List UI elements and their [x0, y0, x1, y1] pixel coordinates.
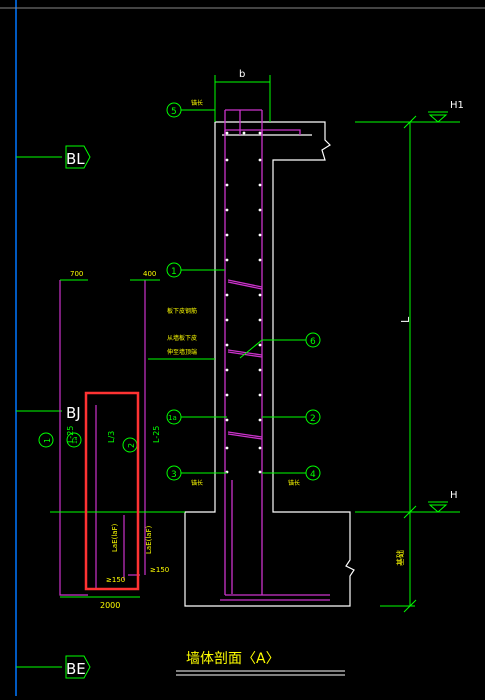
svg-text:3: 3: [171, 470, 177, 480]
width-dimension: [214, 75, 271, 122]
dim-400: 400: [143, 270, 156, 278]
axis-bl-label: BL: [66, 150, 85, 168]
svg-text:LaE(laF): LaE(laF): [145, 525, 153, 554]
width-label: b: [239, 69, 245, 80]
svg-text:L-25: L-25: [152, 426, 161, 443]
svg-text:从墙板下皮: 从墙板下皮: [167, 334, 197, 342]
dim-2000: 2000: [100, 601, 120, 610]
height-label: L: [399, 316, 412, 323]
axis-be: BE: [16, 655, 91, 679]
svg-text:1: 1: [43, 438, 52, 443]
svg-text:1a: 1a: [168, 414, 177, 422]
callout-1a: 1a: [166, 409, 227, 425]
svg-text:伸至墙顶端: 伸至墙顶端: [167, 348, 197, 356]
svg-text:≥150: ≥150: [150, 566, 169, 574]
callout-4: 4 锚长: [262, 465, 321, 487]
svg-text:板下皮钢筋: 板下皮钢筋: [167, 307, 197, 315]
left-callouts: 1 1a 2: [38, 432, 138, 453]
wall-outline: [184, 121, 355, 607]
svg-text:锚长: 锚长: [288, 479, 300, 487]
axis-bl: BL: [16, 145, 91, 169]
mid-notes: 板下皮钢筋 从墙板下皮 伸至墙顶端: [148, 307, 215, 360]
dim-700: 700: [70, 270, 83, 278]
callout-1: 1: [166, 262, 225, 278]
svg-text:5: 5: [171, 107, 177, 117]
svg-text:1a: 1a: [72, 436, 79, 444]
axis-be-label: BE: [66, 660, 86, 678]
svg-text:L/3: L/3: [107, 431, 116, 443]
svg-text:≥150: ≥150: [106, 576, 125, 584]
level-top-label: H1: [450, 100, 464, 111]
left-detail-dims: [50, 279, 185, 598]
height-dimension: [355, 111, 460, 613]
drawing-title: 墙体剖面〈A〉: [186, 651, 280, 667]
rebar-dots: [225, 131, 262, 474]
foundation-note: 基础: [395, 550, 405, 566]
svg-text:4: 4: [310, 470, 316, 480]
callout-5: 5 锚长: [166, 99, 215, 118]
svg-text:锚长: 锚长: [191, 99, 203, 107]
axis-bj: BJ: [16, 404, 81, 422]
callout-2: 2: [262, 409, 321, 425]
callout-3: 3 锚长: [166, 465, 227, 487]
left-detail-lines: [59, 280, 146, 596]
svg-text:L-25: L-25: [66, 426, 75, 443]
rebar-group: [220, 109, 330, 601]
svg-text:2: 2: [127, 443, 136, 448]
lap-labels: L-25 L/3 L-25 LaE(laF) LaE(laF) ≥150 ≥15…: [66, 426, 169, 584]
svg-text:6: 6: [310, 337, 316, 347]
svg-text:2: 2: [310, 414, 316, 424]
callout-6: 6: [239, 332, 321, 359]
level-bottom-label: H: [450, 490, 458, 501]
svg-text:1: 1: [171, 267, 177, 277]
svg-text:LaE(laF): LaE(laF): [111, 523, 119, 552]
axis-bj-label: BJ: [66, 404, 81, 422]
highlight-box: [84, 391, 140, 591]
svg-text:锚长: 锚长: [191, 479, 203, 487]
